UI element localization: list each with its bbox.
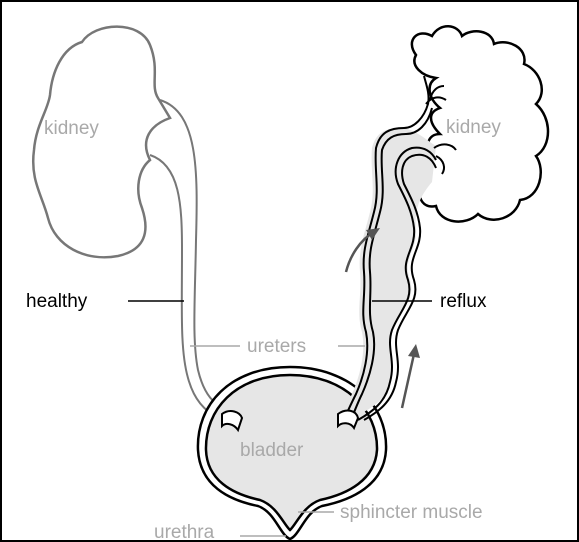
kidney-right-label: kidney: [446, 117, 501, 138]
ureters-label: ureters: [247, 336, 306, 357]
healthy-label: healthy: [26, 291, 88, 312]
bladder-label: bladder: [240, 440, 304, 461]
urethra-label: urethra: [154, 522, 215, 542]
reflux-label: reflux: [440, 291, 487, 312]
sphincter-label: sphincter muscle: [340, 502, 483, 523]
kidney-left-label: kidney: [44, 118, 99, 139]
